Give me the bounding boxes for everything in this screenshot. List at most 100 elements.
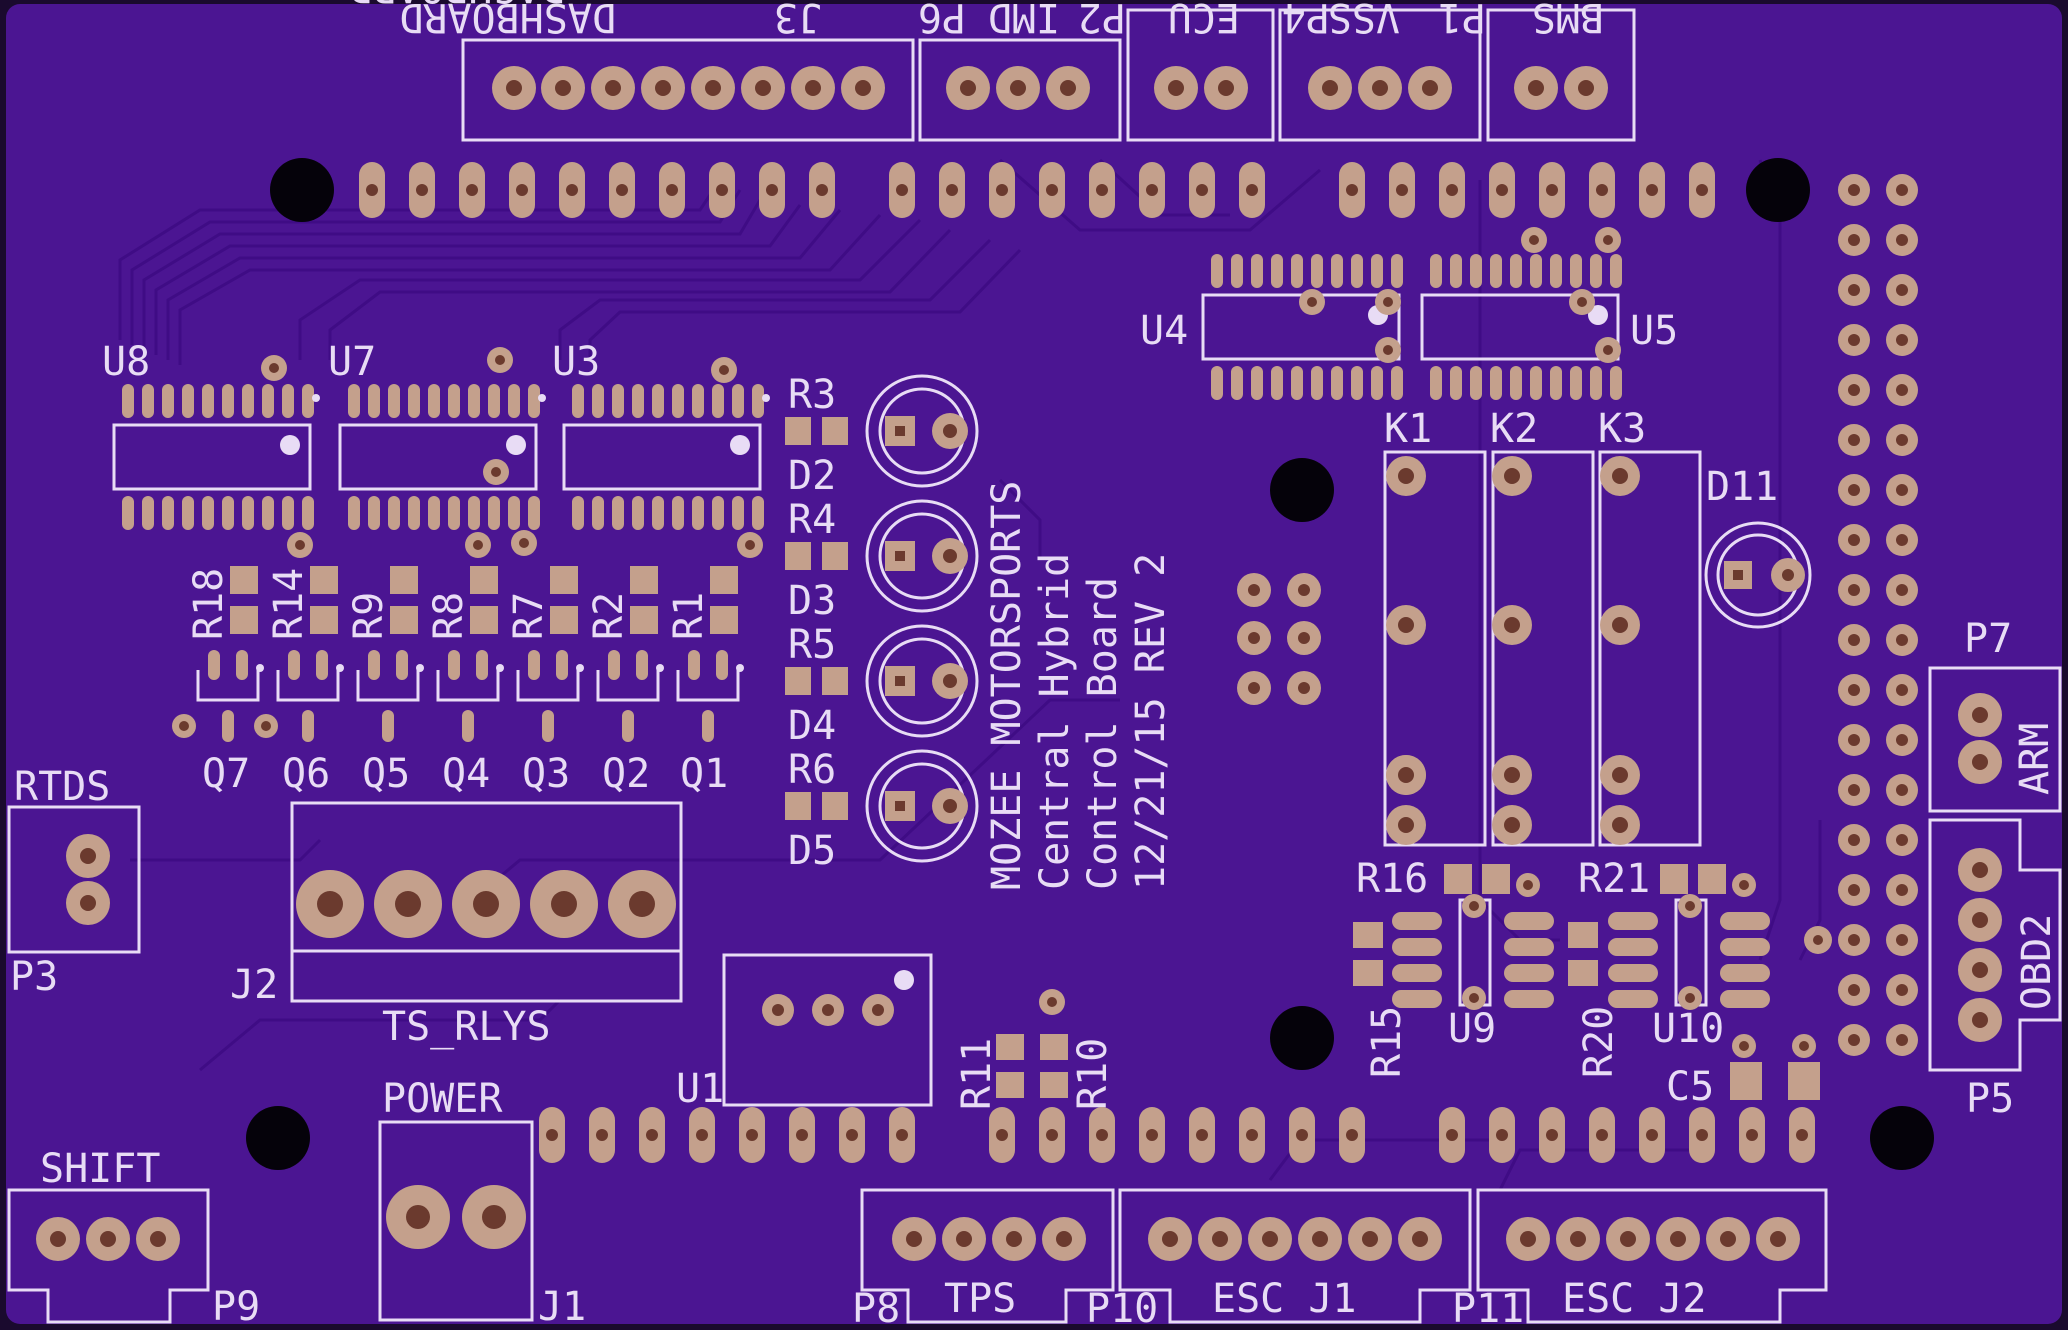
drill-hole	[616, 184, 628, 196]
ic-pin	[1450, 254, 1462, 288]
drill-hole	[261, 721, 271, 731]
label-p1: P1	[1438, 0, 1486, 40]
ic-pin	[122, 496, 134, 530]
drill-hole	[473, 891, 499, 917]
resistor-pad	[630, 606, 658, 634]
ic-pin	[1331, 254, 1343, 288]
drill-hole	[1504, 617, 1520, 633]
label-p2: P2	[1078, 0, 1126, 40]
drill-hole	[1346, 184, 1358, 196]
ic-pins-left	[122, 347, 770, 558]
drill-hole	[1196, 1129, 1208, 1141]
drill-hole	[906, 1231, 922, 1247]
ic-u7: U7	[328, 339, 538, 491]
ic-pin	[732, 496, 744, 530]
drill-hole	[666, 184, 678, 196]
transistor-pin	[702, 710, 714, 742]
label-u9: U9	[1448, 1006, 1496, 1052]
drill-hole	[605, 80, 621, 96]
label-imd: IMD	[988, 0, 1060, 40]
label-p11: P11	[1452, 1286, 1524, 1330]
drill-hole	[1469, 993, 1479, 1003]
transistor-outline	[356, 670, 420, 702]
drill-hole	[1848, 284, 1860, 296]
drill-hole	[1529, 235, 1539, 245]
drill-hole	[705, 80, 721, 96]
drill-hole	[1896, 284, 1908, 296]
drill-hole	[1848, 484, 1860, 496]
label-r8: R8	[426, 592, 472, 640]
connector-vss	[1278, 8, 1482, 142]
resistor-pad	[550, 566, 578, 594]
resistor-pad	[822, 792, 848, 820]
ic-pin	[1490, 254, 1502, 288]
drill-hole	[1972, 1012, 1988, 1028]
ic-pin	[652, 384, 664, 418]
pin1-dot	[762, 394, 770, 402]
resistor-pad	[390, 566, 418, 594]
drill-hole	[516, 184, 528, 196]
drill-hole	[1896, 384, 1908, 396]
title-line-3: Control Board	[1080, 577, 1126, 890]
drill-hole	[895, 426, 905, 436]
drill-hole	[1546, 184, 1558, 196]
drill-hole	[1620, 1231, 1636, 1247]
drill-hole	[1848, 384, 1860, 396]
drill-hole	[755, 80, 771, 96]
led-outline	[865, 624, 979, 738]
drill-hole	[1848, 934, 1860, 946]
ic-pin	[242, 496, 254, 530]
drill-hole	[1685, 901, 1695, 911]
transistor-pin	[288, 650, 300, 680]
mounting-hole	[270, 158, 334, 222]
drill-hole	[1056, 1231, 1072, 1247]
connector-imd	[918, 38, 1122, 142]
drill-hole	[1577, 297, 1587, 307]
label-j2: J2	[230, 962, 278, 1008]
label-q2: Q2	[602, 751, 650, 797]
ic-pin	[182, 496, 194, 530]
drill-hole	[555, 80, 571, 96]
connector-ecu	[1126, 8, 1275, 142]
drill-hole	[1972, 912, 1988, 928]
label-d2: D2	[788, 453, 836, 499]
drill-hole	[1603, 345, 1613, 355]
title-line-2: Central Hybrid	[1032, 553, 1078, 890]
leds-center	[785, 374, 979, 863]
drill-hole	[1896, 484, 1908, 496]
ic-pin	[1720, 990, 1770, 1008]
ic-pin	[1510, 254, 1522, 288]
top-connector-pads	[492, 66, 1608, 110]
capacitor-pad	[1788, 1062, 1820, 1100]
ic-pin	[488, 496, 500, 530]
ic-pin	[302, 384, 314, 418]
ic-pin	[368, 384, 380, 418]
ic-pin	[1371, 366, 1383, 400]
drill-hole	[1685, 993, 1695, 1003]
drill-hole	[1398, 468, 1414, 484]
led-d11: D11	[1704, 464, 1812, 629]
pin1-dot	[538, 394, 546, 402]
drill-hole	[1696, 184, 1708, 196]
drill-hole	[1813, 935, 1823, 945]
label-q3: Q3	[522, 751, 570, 797]
drill-hole	[1896, 934, 1908, 946]
label-r3: R3	[788, 372, 836, 418]
drill-hole	[1060, 80, 1076, 96]
ic-pin	[122, 384, 134, 418]
ic-pin	[202, 496, 214, 530]
drill-hole	[295, 540, 305, 550]
label-u8: U8	[102, 339, 150, 385]
drill-hole	[1739, 1041, 1749, 1051]
drill-hole	[1528, 80, 1544, 96]
ic-pin	[1291, 366, 1303, 400]
ic-pin	[712, 496, 724, 530]
label-q5: Q5	[362, 751, 410, 797]
label-r11: R11	[954, 1038, 1000, 1110]
drill-hole	[896, 184, 908, 196]
ic-pin	[572, 384, 584, 418]
label-r21: R21	[1578, 856, 1650, 902]
ic-pin	[528, 496, 540, 530]
drill-hole	[1212, 1231, 1228, 1247]
ic-pin	[1608, 912, 1658, 930]
